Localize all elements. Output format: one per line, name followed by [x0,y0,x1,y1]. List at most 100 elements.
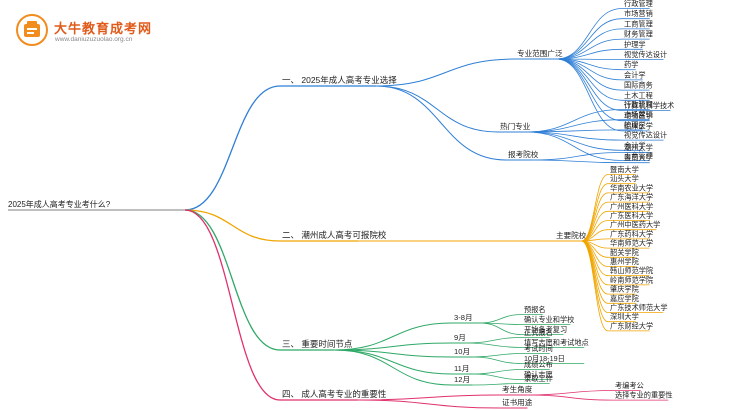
leaf-label: 填写志愿和考试地点 [524,338,589,347]
connector-line [375,85,507,161]
connector-line [556,58,623,132]
leaf-label: 开始备考复习 [524,325,567,334]
connector-line [333,322,453,351]
branch-label: 二、 潮州成人高考可报院校 [282,230,387,240]
leaf-label: 行政管理 [624,0,653,8]
logo-icon [14,12,50,48]
connector-line [527,394,614,401]
connector-line [184,85,281,211]
subtopic-label: 11月 [454,364,469,373]
leaf-label: 行政管理 [624,100,653,109]
leaf-label: 护理学 [624,40,646,49]
connector-line [479,322,523,335]
connector-line [556,58,623,111]
leaf-label: 确认专业和学校 [524,315,574,324]
leaf-label: 会计学 [624,70,646,79]
connector-line [375,85,499,133]
leaf-label: 广东海洋大学 [610,193,653,202]
connector-line [472,353,523,358]
connector-line [375,58,516,87]
leaf-label: 临床医学 [624,121,653,130]
subtopic-label: 3-8月 [454,313,473,322]
connector-line [527,390,614,396]
root-topic: 2025年成人高考专业考什么? [8,199,111,209]
logo-title: 大牛教育成考网 [54,21,153,36]
connector-line [533,152,623,161]
leaf-label: 华南师范大学 [610,239,653,248]
connector-line [479,314,523,324]
logo-url: www.daniuzuzuolao.org.cn [55,36,133,43]
connector-line [472,373,523,380]
leaf-label: 广州中医药大学 [610,220,660,229]
subtopic-label: 主要院校 [556,230,587,240]
leaf-label: 药学 [624,60,638,69]
leaf-label: 韶关学院 [610,248,639,257]
connector-line [581,240,609,313]
connector-line [357,399,501,409]
connector-line [556,58,623,122]
leaf-label: 工商管理 [624,151,653,160]
connector-line [525,131,623,161]
leaf-label: 惠州学院 [610,257,639,266]
connector-line [465,337,523,344]
leaf-label: 广东医科大学 [610,211,653,220]
subtopic-label: 热门专业 [500,121,531,131]
connector-line [472,383,523,386]
leaf-label: 计算机科学技术 [624,101,674,110]
connector-line [333,349,453,386]
leaf-label: 广东技术师范大学 [610,303,668,312]
leaf-label: 肇庆学院 [610,285,639,294]
subtopic-label: 10月 [454,347,470,356]
leaf-label: 岭南师范学院 [610,275,653,284]
leaf-label: 选择专业的重要性 [615,391,673,400]
subtopic-label: 报考院校 [508,149,539,159]
leaf-label: 视觉传达设计 [624,50,667,59]
leaf-label: 广东药科大学 [610,229,653,238]
leaf-label: 暨南大学 [610,165,639,174]
leaf-label: 会计学 [624,141,646,150]
leaf-label: 视觉传达设计 [624,131,667,140]
leaf-label: 财务管理 [624,30,653,39]
branch-label: 一、 2025年成人高考专业选择 [282,75,397,85]
connector-line [581,210,609,242]
connector-line [581,240,609,304]
leaf-label: 10月18-19日 [524,354,565,363]
subtopic-label: 12月 [454,375,470,384]
connector-line [533,159,623,164]
leaf-label: 工商管理 [624,19,653,28]
connector-line [333,342,453,351]
connector-line [556,8,623,60]
leaf-label: 预报名 [524,305,546,314]
connector-line [556,38,623,60]
connector-line [472,369,523,375]
subtopic-label: 证书用途 [502,397,533,407]
connector-line [333,349,453,358]
connector-line [357,394,501,401]
connector-line [581,240,609,332]
leaf-label: 考编考公 [615,381,644,390]
leaf-label: 汕头大学 [610,174,639,183]
leaf-label: 深圳大学 [610,312,639,321]
leaf-label: 广东财经大学 [610,321,653,330]
leaf-label: 确认志愿 [524,370,553,379]
leaf-label: 市场营销 [624,9,653,18]
leaf-label: 成绩公布 [524,360,553,369]
leaf-label: 国际商务 [624,81,653,90]
connector-line [184,209,281,242]
connector-line [184,209,281,351]
leaf-label: 暨南大学 [624,153,653,162]
leaf-label: 华南农业大学 [610,183,653,192]
leaf-label: 考试时间 [524,344,553,353]
leaf-label: 护理学 [624,120,646,129]
leaf-label: 正式报名 [524,328,553,337]
branch-label: 四、 成人高考专业的重要性 [282,389,387,399]
leaf-label: 土木工程 [624,91,653,100]
connector-line [525,131,623,151]
leaf-label: 韩山师范学院 [610,266,653,275]
subtopic-label: 专业范围广泛 [517,48,563,58]
leaf-label: 录取工作 [524,374,553,383]
subtopic-label: 考生角度 [502,384,533,394]
connector-line [184,209,281,401]
leaf-label: 潮州大学 [624,143,653,152]
